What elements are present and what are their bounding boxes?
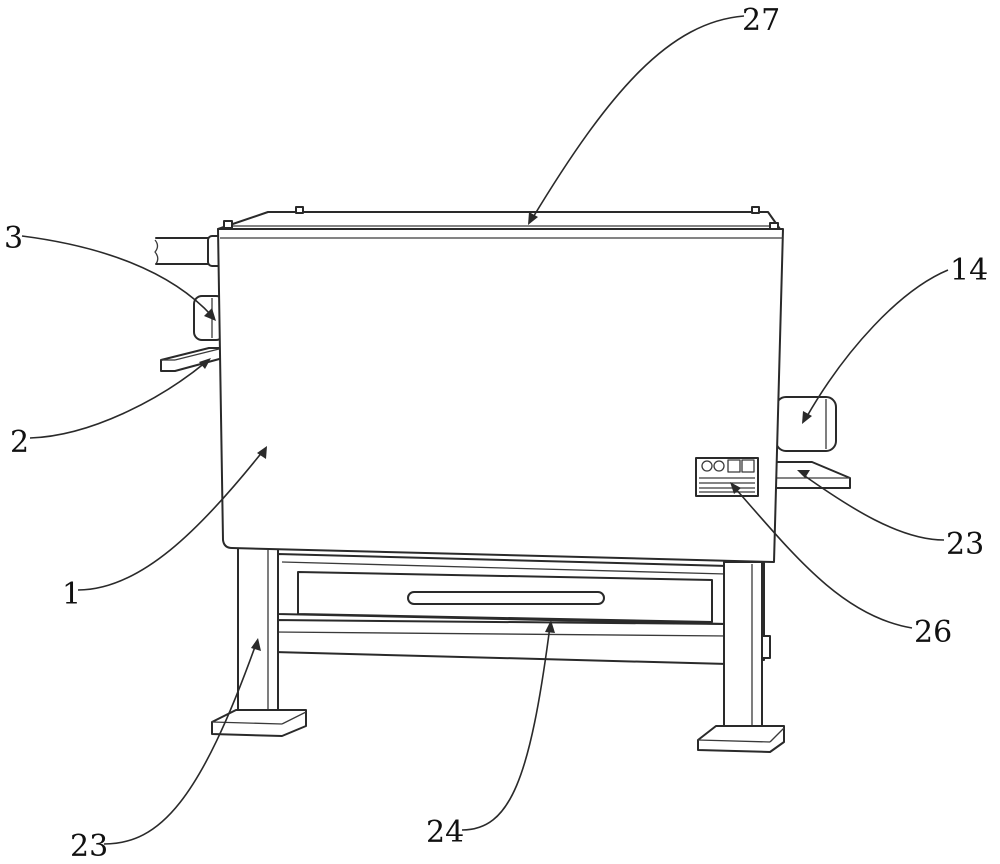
callout-23-right: 23 xyxy=(946,527,984,562)
callout-3: 3 xyxy=(4,221,23,256)
callout-1: 1 xyxy=(62,577,81,612)
right-outlet-pipe xyxy=(776,397,836,451)
callout-26: 26 xyxy=(914,615,952,650)
callout-14: 14 xyxy=(950,253,988,288)
callout-2: 2 xyxy=(10,425,29,460)
callout-27: 27 xyxy=(742,3,780,38)
callout-23-left: 23 xyxy=(70,829,108,864)
callout-24: 24 xyxy=(426,815,464,850)
drawer xyxy=(298,572,712,622)
left-shelf xyxy=(161,348,223,371)
control-panel xyxy=(696,458,758,496)
main-box xyxy=(218,207,783,562)
left-pipe xyxy=(155,236,222,266)
right-shelf xyxy=(776,462,850,488)
